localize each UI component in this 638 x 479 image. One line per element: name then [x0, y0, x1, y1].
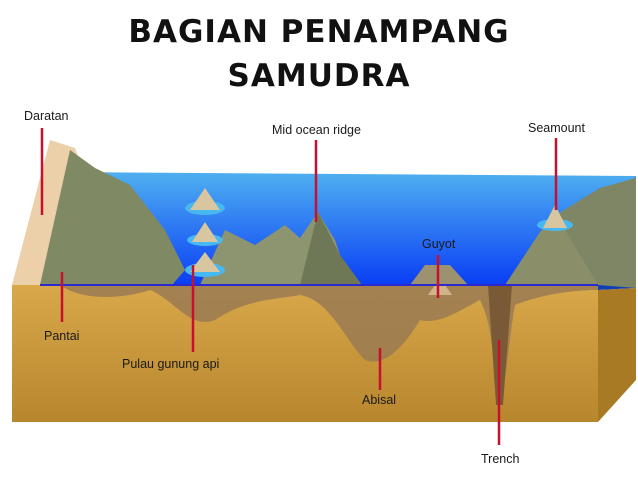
- ridge-mountain-right: [300, 212, 362, 285]
- volcanic-island: [185, 188, 225, 277]
- label-guyot: Guyot: [422, 237, 456, 251]
- label-mid-ocean-ridge: Mid ocean ridge: [272, 123, 361, 137]
- diagram-title-line-2: SAMUDRA: [227, 58, 411, 91]
- label-seamount: Seamount: [528, 121, 586, 135]
- seafloor-relief: [60, 285, 598, 405]
- label-daratan: Daratan: [24, 109, 69, 123]
- label-trench: Trench: [481, 452, 519, 466]
- guyot-top: [428, 285, 452, 295]
- seamount-peak: [537, 205, 573, 231]
- diagram-title-line-1: BAGIAN PENAMPANG: [128, 14, 510, 50]
- seamount-rise: [556, 178, 636, 288]
- label-pulau-gunung-api: Pulau gunung api: [122, 357, 219, 371]
- coast-cliff: [40, 150, 185, 285]
- ground-block-side: [598, 288, 636, 422]
- label-pantai: Pantai: [44, 329, 79, 343]
- label-abisal: Abisal: [362, 393, 396, 407]
